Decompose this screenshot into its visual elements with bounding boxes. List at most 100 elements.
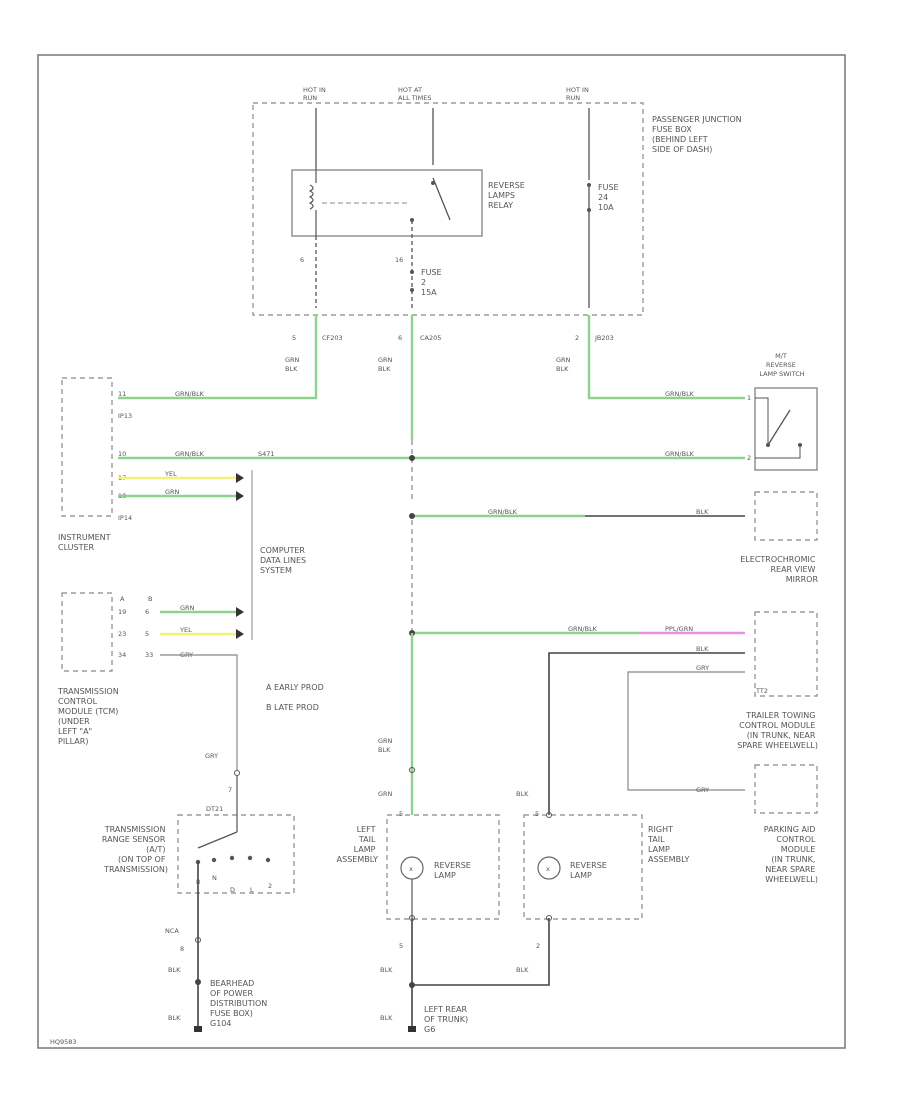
rt-lamp-top-pin: 5 [535,810,539,818]
splice-label: S471 [258,450,275,458]
ground-g6-label: LEFT REAR OF TRUNK) G6 [424,1005,471,1034]
wire-label-blk-rt-bottom: BLK [516,966,529,974]
wire-label-blk-g104: BLK [168,1014,181,1022]
mirror-box [754,491,818,541]
wire-label-yel-tcm: YEL [179,626,192,634]
tcm-label: TRANSMISSION CONTROL MODULE (TCM) (UNDER… [57,687,121,746]
wire-label-gry-trs: GRY [205,752,218,760]
left-tail-lamp-label: LEFT TAIL LAMP ASSEMBLY [337,825,378,864]
relay-pin-mid: 16 [395,256,403,264]
trailer-connector-tt2: TT2 [755,687,768,695]
connector-pin-2: 6 [398,334,402,342]
wire-label-gb-1: GRN/BLK [175,390,205,398]
connector-pin-1: 5 [292,334,296,342]
cluster-pin-10: 10 [118,450,126,458]
arrow-icon-3 [236,607,244,617]
wire-label-yel-1: YEL [164,470,177,478]
ground-g104-label: BEARHEAD OF POWER DISTRIBUTION FUSE BOX)… [210,979,270,1028]
trs-letter-l: L [250,886,254,894]
trs-connector-dt21: DT21 [206,805,223,813]
relay-pin-left: 6 [300,256,304,264]
cluster-connector-ip14: IP14 [118,514,132,522]
arrow-icon-4 [236,629,244,639]
reverse-lamps-relay-label: REVERSE LAMPS RELAY [488,181,527,210]
trs-letter-d: D [230,886,235,894]
relay-contact-icon [431,181,435,185]
wire-label-gb-4: GRN/BLK [665,450,695,458]
lt-lamp-bottom-pin: 5 [399,942,403,950]
right-reverse-lamp-icon [537,856,561,880]
right-reverse-lamp-mark: x [546,865,550,873]
tcm-col-b: B [148,595,152,603]
trs-switch-arm [197,831,238,849]
trs-letter-2: 2 [268,882,272,890]
connector-ca205: CA205 [420,334,441,342]
wire-label-blk-lt: BLK [380,966,393,974]
computer-data-lines-label: COMPUTER DATA LINES SYSTEM [260,546,309,575]
ground-icon-g6 [408,1026,416,1032]
arrow-icon-2 [236,491,244,501]
tcm-pin-6: 6 [145,608,149,616]
wire-label-blk-rt: BLK [516,790,529,798]
fuse-24-label: FUSE 24 10A [598,183,621,212]
instrument-cluster-box [61,377,113,517]
trs-connector-icon [234,770,240,776]
wire-label-grn-tcm: GRN [180,604,195,612]
wire-label-nca: NCA [165,927,179,935]
ground-node-g6 [409,982,415,988]
trs-letter-n: N [212,874,217,882]
wire-label-blk-trailer: BLK [696,645,709,653]
mt-pin-2: 2 [747,454,751,462]
trailer-towing-module-box [754,611,818,697]
grn-blk-wire-to-mt-switch [587,315,745,400]
relay-coil-icon [308,184,314,210]
wire-label-blk-trs: BLK [168,966,181,974]
fuse-2-top-icon [410,270,414,274]
wire-label-gb-2: GRN/BLK [175,450,205,458]
connector-pin-3: 2 [575,334,579,342]
electrochromic-mirror-label: ELECTROCHROMIC REAR VIEW MIRROR [740,555,818,584]
wire-label-gb-3: GRN/BLK [665,390,695,398]
connector-jb203: JB203 [594,334,614,342]
trs-pos-l [247,855,253,861]
wire-label-blk-g6: BLK [380,1014,393,1022]
ground-node-g104-1 [195,979,201,985]
tcm-box [61,592,113,672]
fuse-2-bottom-icon [410,288,414,292]
grn-blk-wire-to-cluster [118,315,318,400]
rt-lamp-connector-icon [546,812,552,818]
wire-label-grn-1: GRN [165,488,180,496]
trs-pos-2 [265,857,271,863]
tcm-pin-23: 23 [118,630,126,638]
rt-lamp-bottom-pin: 2 [536,942,540,950]
lt-lamp-bottom-connector-icon [409,915,415,921]
trs-pin-8: 8 [180,945,184,953]
junction-box-outline [252,102,644,316]
mt-reverse-switch-label: M/T REVERSE LAMP SWITCH [759,352,804,378]
legend-late-prod: B LATE PROD [266,703,319,712]
mt-reverse-switch-box [754,387,818,471]
mt-pin-1: 1 [747,394,751,402]
trs-ground-connector-icon [195,937,201,943]
trailer-towing-module-label: TRAILER TOWING CONTROL MODULE (IN TRUNK,… [737,711,818,750]
gry-wire-trailer-to-pa [627,671,745,791]
blk-ground-wire-rt [412,918,550,986]
trs-pin-7: 7 [228,786,232,794]
mirror-splice-node [409,513,415,519]
reverse-lamps-relay-box [291,169,483,237]
trs-box [177,814,295,894]
diagram-frame [37,54,846,1049]
wire-label-gb-trailer: GRN/BLK [568,625,598,633]
wire-label-gry-trailer: GRY [696,664,709,672]
